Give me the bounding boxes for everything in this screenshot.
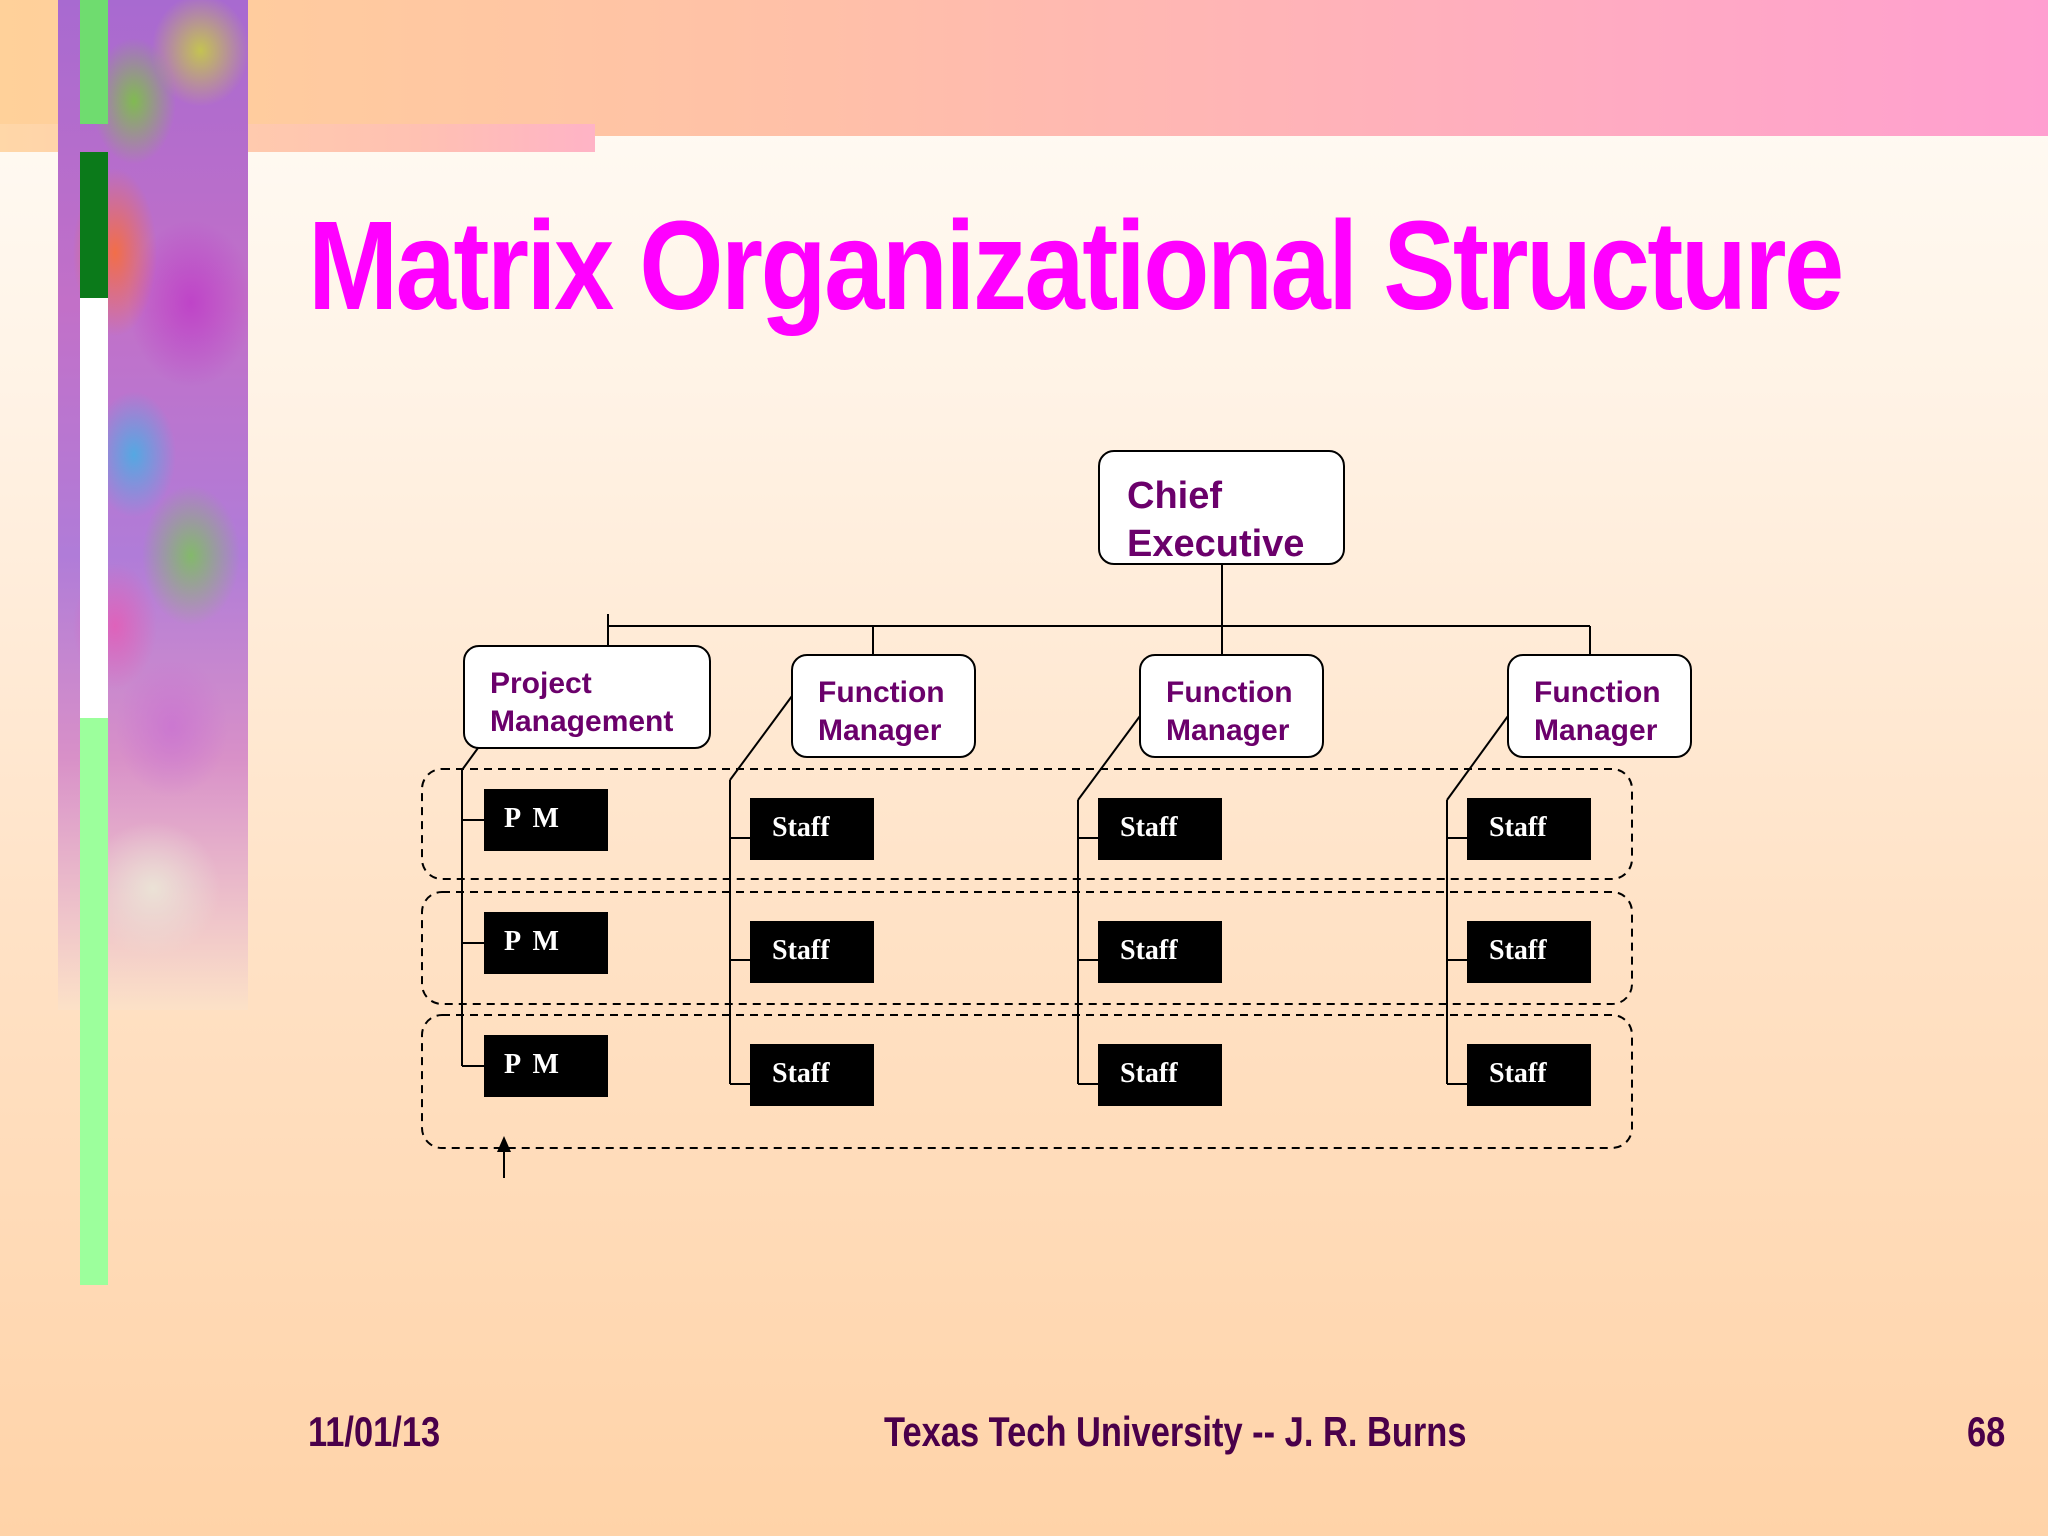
arrow-head <box>497 1136 511 1152</box>
function-manager-box-2: Function Manager <box>1139 654 1324 758</box>
staff-box-c2-r2: Staff <box>1098 921 1222 983</box>
project-management-box: Project Management <box>463 645 711 749</box>
footer-date: 11/01/13 <box>308 1408 441 1455</box>
chief-executive-box: Chief Executive <box>1098 450 1345 565</box>
project-row-1 <box>421 768 1633 880</box>
pm-box-2: P M <box>484 912 608 974</box>
staff-box-c3-r3: Staff <box>1467 1044 1591 1106</box>
pm-box-3: P M <box>484 1035 608 1097</box>
footer-page-number: 68 <box>1967 1408 2006 1455</box>
function-manager-box-1: Function Manager <box>791 654 976 758</box>
slide-title: Matrix Organizational Structure <box>308 195 1844 336</box>
function-manager-box-3: Function Manager <box>1507 654 1692 758</box>
pm-box-1: P M <box>484 789 608 851</box>
green-bar-top <box>80 0 108 124</box>
footer-center-text: Texas Tech University -- J. R. Burns <box>884 1408 1467 1455</box>
staff-box-c2-r1: Staff <box>1098 798 1222 860</box>
green-bar-light <box>80 718 108 1285</box>
staff-box-c2-r3: Staff <box>1098 1044 1222 1106</box>
staff-box-c1-r2: Staff <box>750 921 874 983</box>
project-row-2 <box>421 891 1633 1005</box>
staff-box-c1-r1: Staff <box>750 798 874 860</box>
staff-box-c1-r3: Staff <box>750 1044 874 1106</box>
project-row-3 <box>421 1014 1633 1149</box>
green-bar-dark <box>80 152 108 298</box>
top-decorative-bar <box>0 0 2048 136</box>
staff-box-c3-r2: Staff <box>1467 921 1591 983</box>
staff-box-c3-r1: Staff <box>1467 798 1591 860</box>
white-bar <box>80 298 108 718</box>
